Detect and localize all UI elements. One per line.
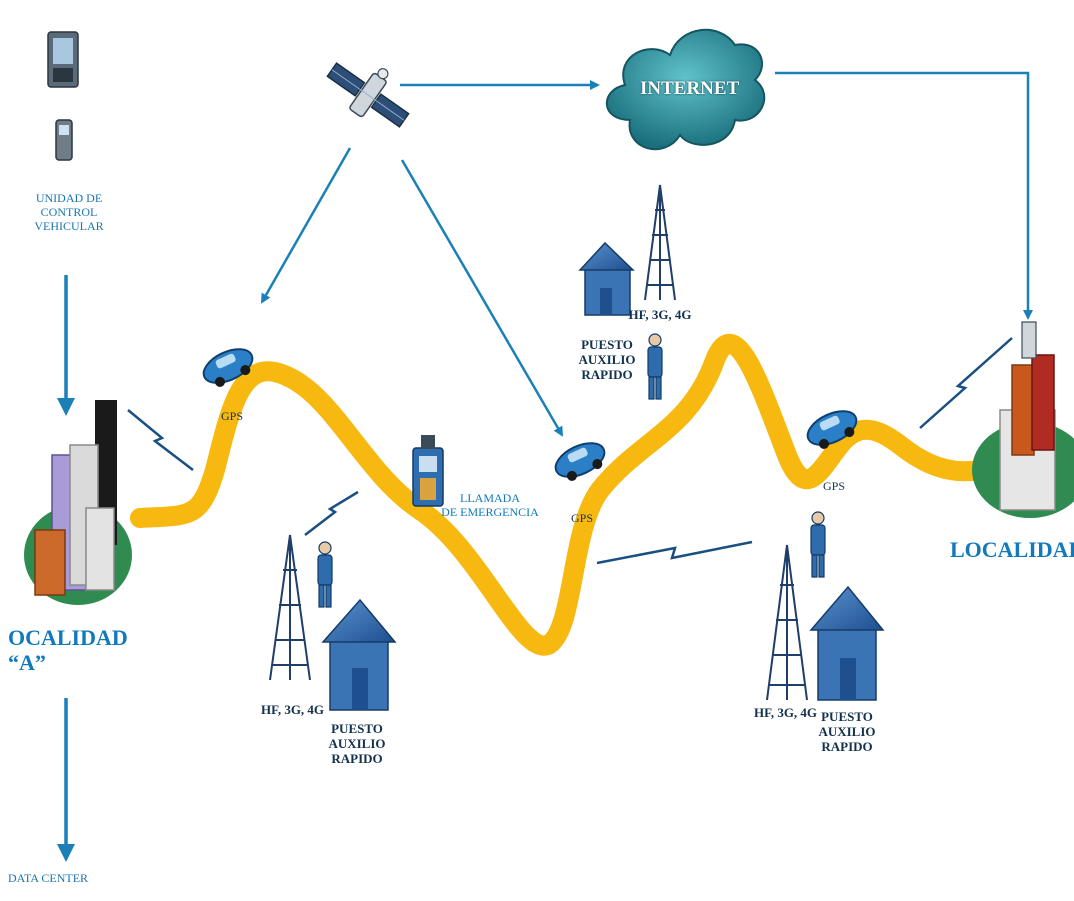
locality-b-label: LOCALIDAD “ bbox=[950, 537, 1074, 562]
radio-tower-icon-left bbox=[269, 534, 311, 681]
lightning-icon bbox=[304, 490, 359, 536]
aid-post-right-line2: AUXILIO bbox=[818, 723, 876, 739]
lightning-icon bbox=[596, 540, 753, 565]
aid-post-label-right: PUESTO AUXILIO RAPIDO bbox=[812, 709, 882, 755]
aid-post-house-icon-left bbox=[321, 598, 397, 711]
connection-arrows bbox=[57, 71, 1033, 862]
vehicle-unit-line1: UNIDAD DE bbox=[35, 191, 103, 205]
radio-tower-icon-right bbox=[766, 544, 808, 701]
aid-post-label-left: PUESTO AUXILIO RAPIDO bbox=[322, 721, 392, 767]
vehicle-unit-line3: VEHICULAR bbox=[34, 218, 104, 233]
radio-label-left: HF, 3G, 4G bbox=[260, 702, 325, 717]
vehicle-unit-label: UNIDAD DE CONTROL VEHICULAR bbox=[14, 191, 124, 233]
officer-icon-top bbox=[647, 333, 663, 400]
car-icon-left bbox=[202, 348, 254, 387]
gps-label-right: GPS bbox=[822, 479, 845, 493]
aid-post-top-line3: RAPIDO bbox=[581, 366, 633, 382]
vehicle-unit-device-icon bbox=[47, 31, 79, 88]
aid-post-left-line1: PUESTO bbox=[331, 721, 383, 736]
car-icon-right bbox=[806, 410, 858, 449]
radio-label-top: HF, 3G, 4G bbox=[628, 307, 692, 322]
arrow-satellite-to-car-mid bbox=[400, 159, 564, 437]
aid-post-right-line1: PUESTO bbox=[821, 709, 873, 724]
lightning-icon bbox=[127, 409, 194, 471]
locality-b-buildings-icon bbox=[972, 321, 1074, 518]
emergency-line1: LLAMADA bbox=[460, 491, 520, 505]
road bbox=[130, 333, 990, 656]
gps-label-left: GPS bbox=[220, 409, 243, 423]
lightning-bolts bbox=[127, 337, 1013, 565]
gps-label-middle: GPS bbox=[570, 511, 593, 525]
radio-tower-icon-top bbox=[644, 184, 676, 301]
aid-post-house-icon-right bbox=[809, 585, 885, 701]
officer-icon-left bbox=[317, 541, 333, 608]
data-center-label: DATA CENTER bbox=[8, 871, 89, 885]
handheld-device-icon bbox=[55, 119, 73, 161]
aid-post-right-line3: RAPIDO bbox=[821, 738, 873, 754]
arrow-internet-to-locality-b bbox=[775, 71, 1033, 320]
officer-icon-right bbox=[810, 511, 826, 578]
lightning-icon bbox=[919, 337, 1013, 429]
vehicle-unit-line2: CONTROL bbox=[40, 204, 98, 219]
locality-a-label: OCALIDAD “A” bbox=[8, 625, 128, 676]
aid-post-top-line1: PUESTO bbox=[581, 337, 633, 352]
emergency-line2: DE EMERGENCIA bbox=[441, 504, 539, 519]
radio-label-right: HF, 3G, 4G bbox=[753, 705, 818, 720]
aid-post-top-line2: AUXILIO bbox=[578, 351, 636, 367]
aid-post-left-line3: RAPIDO bbox=[331, 750, 383, 766]
car-icon-middle bbox=[554, 442, 606, 481]
locality-a-buildings-icon bbox=[24, 400, 132, 605]
emergency-callbox-icon bbox=[412, 435, 444, 507]
internet-label: INTERNET bbox=[640, 78, 740, 99]
aid-post-house-icon-top bbox=[578, 241, 635, 316]
emergency-call-label: LLAMADA DE EMERGENCIA bbox=[440, 491, 540, 520]
satellite-icon bbox=[326, 62, 410, 128]
aid-post-left-line2: AUXILIO bbox=[328, 735, 386, 751]
arrow-satellite-to-car-left bbox=[260, 147, 352, 304]
aid-post-label-top: PUESTO AUXILIO RAPIDO bbox=[572, 337, 642, 383]
internet-cloud-icon bbox=[605, 28, 766, 151]
